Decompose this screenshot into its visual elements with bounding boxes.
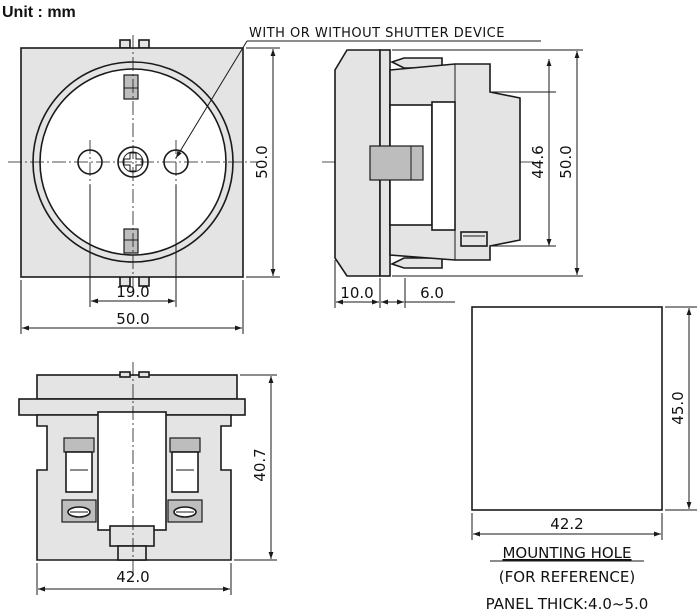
side-outer-height-dim: 50.0: [392, 49, 583, 277]
side-depth-dims: 10.0 6.0: [334, 260, 455, 308]
mounting-subtitle: (FOR REFERENCE): [499, 568, 635, 586]
pin-spacing-label: 19.0: [116, 283, 149, 301]
bottom-view: [18, 362, 246, 575]
mounting-hole: 45.0 42.2 MOUNTING HOLE (FOR REFERENCE) …: [471, 306, 697, 613]
front-pin-spacing-dim: 19.0: [89, 185, 177, 307]
mounting-width-label: 42.2: [550, 515, 583, 533]
mounting-title: MOUNTING HOLE: [502, 544, 631, 562]
earth-clip-top: [123, 74, 139, 100]
panel-thickness: PANEL THICK:4.0~5.0: [486, 595, 649, 613]
side-inner-height-label: 44.6: [529, 145, 547, 178]
mounting-height-label: 45.0: [669, 391, 687, 424]
front-height-dim: 50.0: [246, 47, 280, 278]
earth-clip-bottom: [123, 228, 139, 254]
unit-label: Unit : mm: [2, 4, 76, 21]
front-width-label: 50.0: [116, 310, 149, 328]
bottom-width-label: 42.0: [116, 568, 149, 586]
side-outer-height-label: 50.0: [557, 145, 575, 178]
callout-text: WITH OR WITHOUT SHUTTER DEVICE: [249, 26, 505, 41]
mounting-hole-rect: [471, 306, 663, 511]
bottom-height-label: 40.7: [251, 448, 269, 481]
side-inner-height-dim: 44.6: [492, 59, 556, 247]
bottom-height-dim: 40.7: [234, 374, 277, 561]
depth-flange-label: 6.0: [420, 284, 444, 302]
depth-front-label: 10.0: [340, 284, 373, 302]
front-height-label: 50.0: [253, 145, 271, 178]
shutter-callout: WITH OR WITHOUT SHUTTER DEVICE: [175, 26, 541, 159]
side-view: [322, 49, 538, 277]
bottom-width-dim: 42.0: [36, 563, 232, 595]
front-view: [8, 35, 257, 292]
front-width-dim: 50.0: [20, 280, 244, 334]
